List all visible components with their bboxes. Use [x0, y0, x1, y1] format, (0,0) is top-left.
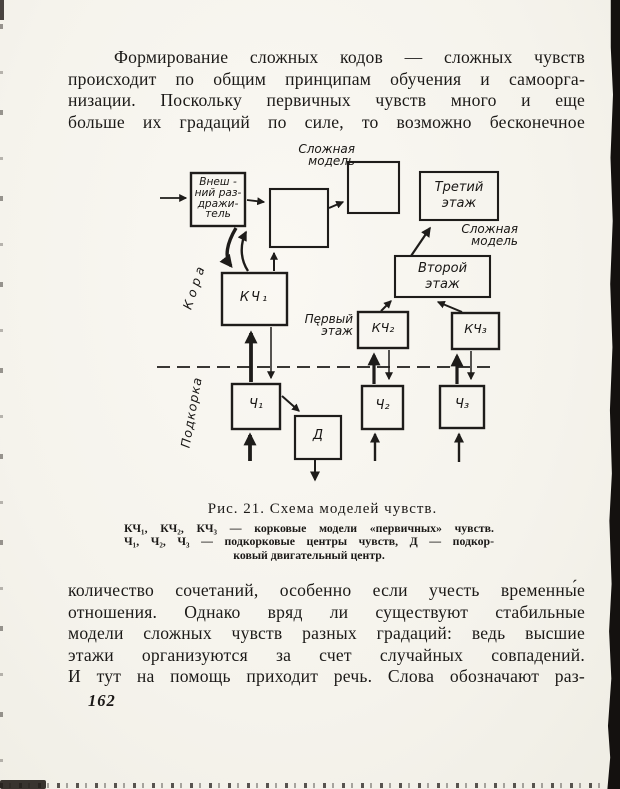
label-cortex: Кора — [179, 260, 209, 312]
paragraph-top: Формирование сложных кодов — сложных чув… — [68, 47, 585, 133]
text-line: И тут на помощь приходит речь. Слова обо… — [68, 666, 585, 687]
label-external-stimulus: Внеш - ний раз- дражи- тель — [194, 176, 242, 221]
text-line: модели сложных чувств разных градаций: в… — [68, 623, 585, 644]
arrow-association-to-model — [328, 201, 345, 209]
label-subcortex: Подкорка — [177, 375, 205, 450]
arrow-stimulus-to-association — [246, 197, 266, 206]
scan-edge-right — [607, 0, 620, 789]
text-line: происходит по общим принципам обучения и… — [68, 68, 585, 89]
legend-line: ковый двигательный центр. — [233, 547, 385, 562]
label-first-floor: Пęрвый этаж — [304, 312, 353, 339]
arrow-second-to-third — [410, 226, 431, 257]
curve-stimulus-to-kch1 — [219, 227, 238, 269]
box-association-unlabeled — [268, 187, 330, 249]
text-line: этажи организуются за счет случайных сов… — [68, 644, 585, 665]
arrow-kch2-to-second — [380, 300, 392, 312]
label-complex-model-right: Сложная модель — [461, 222, 518, 249]
arrow-kch3-to-second — [436, 300, 463, 313]
label-kch1: КЧ₁ — [239, 290, 270, 305]
label-kch3: КЧ₃ — [464, 321, 487, 336]
scan-mark-top-left — [0, 0, 4, 20]
text-line: больше их градаций по силе, то возможно … — [68, 111, 585, 132]
text-line: низации. Поскольку первичных чувств мног… — [68, 90, 585, 111]
label-third-floor: Третий этаж — [434, 180, 484, 212]
text-line: Формирование сложных кодов — сложных чув… — [114, 47, 585, 67]
legend-line: КЧ₁, КЧ₂, КЧ₃ — корковые модели «первичн… — [124, 521, 494, 535]
label-ch2: Ч₂ — [375, 398, 390, 413]
scan-blob-bottom-left — [0, 780, 46, 789]
label-second-floor: Второй этаж — [417, 261, 468, 293]
label-ch1: Ч₁ — [248, 397, 264, 412]
arrow-ch1-to-d — [281, 395, 300, 412]
curve-kch1-to-stimulus — [237, 230, 250, 272]
legend-line: Ч₁, Ч₂, Ч₃ — подкорковые центры чувств, … — [124, 534, 494, 549]
scan-noise-bottom — [0, 783, 608, 788]
scan-edge-left — [0, 24, 3, 764]
page-number: 162 — [88, 691, 116, 710]
figure-caption-title: Рис. 21. Схема моделей чувств. — [207, 501, 438, 517]
box-complex-model-unlabeled — [346, 160, 401, 215]
paragraph-bottom: количество сочетаний, особенно если учес… — [68, 580, 585, 688]
label-ch3: Ч₃ — [454, 397, 470, 412]
label-d: Д — [312, 428, 324, 443]
figure-legend: КЧ₁, КЧ₂, КЧ₃ — корковые модели «первичн… — [124, 521, 494, 562]
text-line: количество сочетаний, особенно если учес… — [68, 580, 585, 600]
text-line: отношения. Однако вряд ли существуют ста… — [68, 601, 585, 622]
label-kch2: КЧ₂ — [371, 320, 395, 335]
label-complex-model-top: Сложная модель — [298, 142, 355, 169]
